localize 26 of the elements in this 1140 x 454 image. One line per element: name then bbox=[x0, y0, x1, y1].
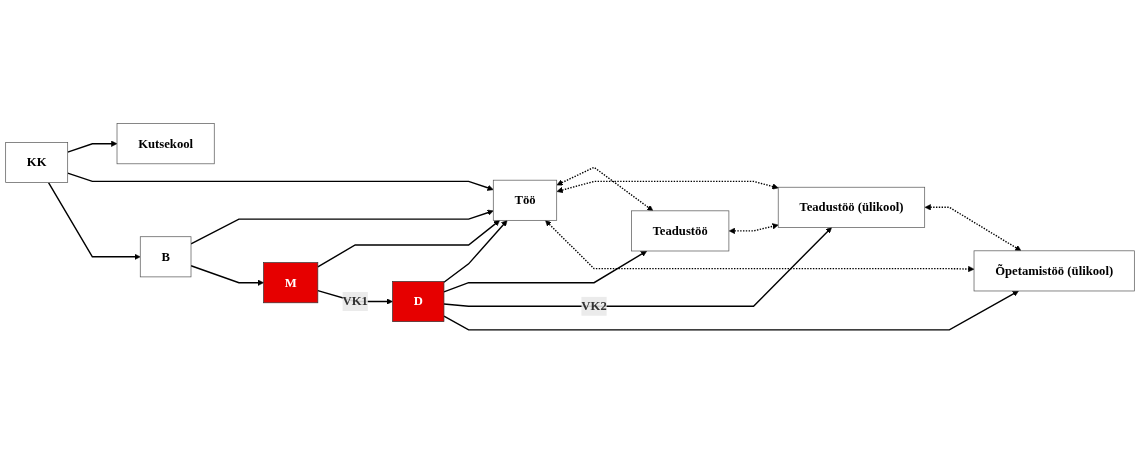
arrow bbox=[47, 182, 141, 261]
node-box: Teadustöö bbox=[631, 210, 730, 252]
arrow bbox=[443, 220, 508, 284]
arrow bbox=[443, 290, 1019, 331]
arrow bbox=[924, 204, 1022, 252]
arrow bbox=[556, 166, 654, 212]
arrow bbox=[67, 140, 118, 153]
edge-label: VK2 bbox=[581, 299, 607, 314]
edge-label: VK1 bbox=[342, 294, 368, 309]
arrow bbox=[545, 220, 975, 273]
node-box: Töö bbox=[492, 180, 558, 221]
arrow bbox=[443, 227, 832, 308]
node-box: KK bbox=[5, 142, 69, 184]
arrow bbox=[190, 265, 264, 286]
arrow bbox=[728, 223, 779, 235]
node-box: M bbox=[263, 262, 319, 304]
node-box: Õpetamistöö (ülikool) bbox=[973, 250, 1135, 292]
node-box: B bbox=[139, 236, 192, 278]
arrow bbox=[190, 209, 494, 245]
arrow bbox=[443, 250, 648, 293]
node-box: D bbox=[392, 281, 445, 323]
arrow bbox=[556, 180, 779, 194]
arrow bbox=[67, 172, 494, 192]
arrow bbox=[317, 220, 500, 268]
node-box: Kutsekool bbox=[116, 123, 215, 165]
node-box: Teadustöö (ülikool) bbox=[777, 187, 926, 228]
